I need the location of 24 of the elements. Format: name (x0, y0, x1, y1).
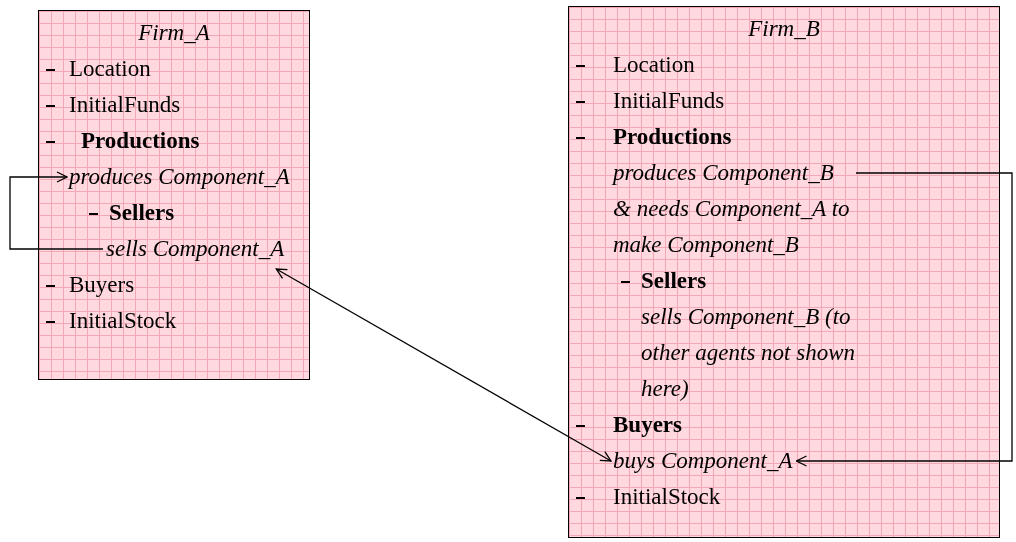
arrow (9, 171, 104, 250)
agent-box (568, 6, 1000, 538)
arrow (795, 172, 1013, 467)
arrow (275, 268, 612, 462)
attribute-heading: Sellers (108, 199, 176, 227)
attribute-text: InitialStock (613, 479, 721, 515)
attribute-description: produces Component_B & needs Component_A to make Component_B (613, 159, 851, 259)
agent-title: Firm_B (747, 15, 821, 43)
attribute-text: InitialStock (69, 303, 177, 339)
attribute-description: buys Component_A (613, 447, 793, 475)
attribute-description: sells Component_A (106, 235, 285, 263)
agent-title: Firm_A (137, 19, 211, 47)
attribute-description: produces Component_A (69, 163, 290, 191)
attribute-text: Location (69, 51, 151, 87)
agent-box (38, 10, 310, 380)
attribute-heading: Productions (80, 127, 201, 155)
attribute-text: Buyers (69, 267, 135, 303)
attribute-text: Location (613, 47, 695, 83)
attribute-heading: Buyers (613, 411, 683, 439)
attribute-text: InitialFunds (69, 87, 181, 123)
attribute-description: sells Component_B (to other agents not shown here) (641, 303, 857, 403)
attribute-heading: Productions (613, 123, 733, 151)
attribute-text: InitialFunds (613, 83, 725, 119)
attribute-heading: Sellers (641, 267, 708, 295)
